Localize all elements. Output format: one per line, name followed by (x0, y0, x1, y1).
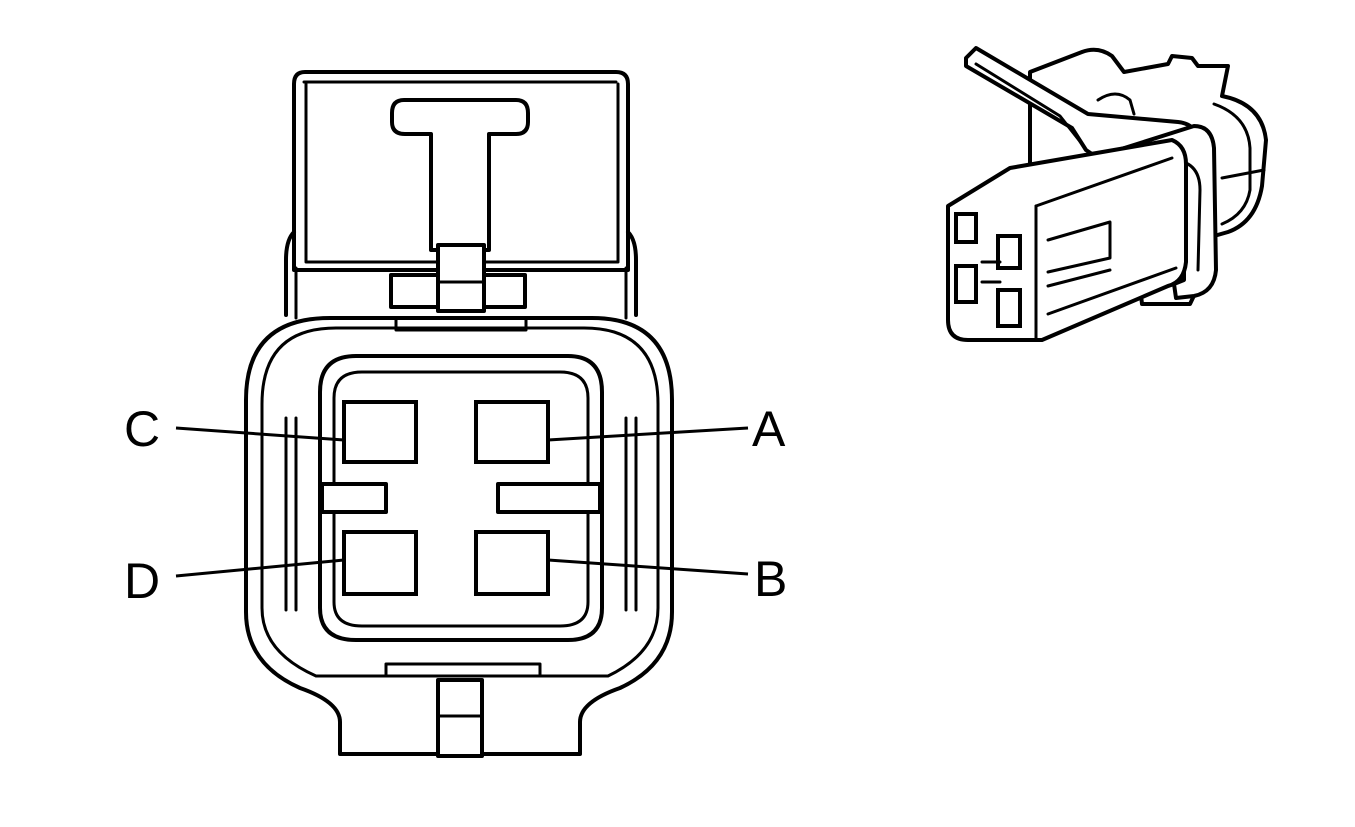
pin-label-b: B (754, 551, 787, 607)
pin-cavity-frame (318, 354, 604, 642)
connector-isometric-view (946, 46, 1268, 342)
iso-pin-b (996, 288, 1022, 328)
pin-b-cavity (474, 530, 550, 596)
pin-label-d: D (124, 553, 160, 609)
inner-shell (260, 326, 660, 678)
bottom-tab (436, 678, 484, 758)
front-body (946, 138, 1188, 342)
leader-line-b (547, 558, 749, 576)
connector-face-view (244, 70, 674, 758)
latch-base (389, 243, 527, 313)
outer-shell (244, 316, 674, 756)
iso-pin-c (954, 212, 978, 244)
locking-tab (284, 70, 638, 320)
iso-pin-a (996, 234, 1022, 270)
leader-line-a (547, 426, 749, 442)
pin-a-cavity (474, 400, 550, 464)
pin-c-cavity (342, 400, 418, 464)
pin-label-c: C (124, 401, 160, 457)
iso-pin-d (954, 264, 978, 304)
pin-d-cavity (342, 530, 418, 596)
key-notch-left (320, 482, 388, 514)
leader-line-d (175, 558, 345, 578)
pin-label-a: A (752, 401, 786, 457)
pin-callouts: A B C D (124, 401, 787, 609)
key-notch-right (496, 482, 602, 514)
leader-line-c (175, 426, 345, 442)
